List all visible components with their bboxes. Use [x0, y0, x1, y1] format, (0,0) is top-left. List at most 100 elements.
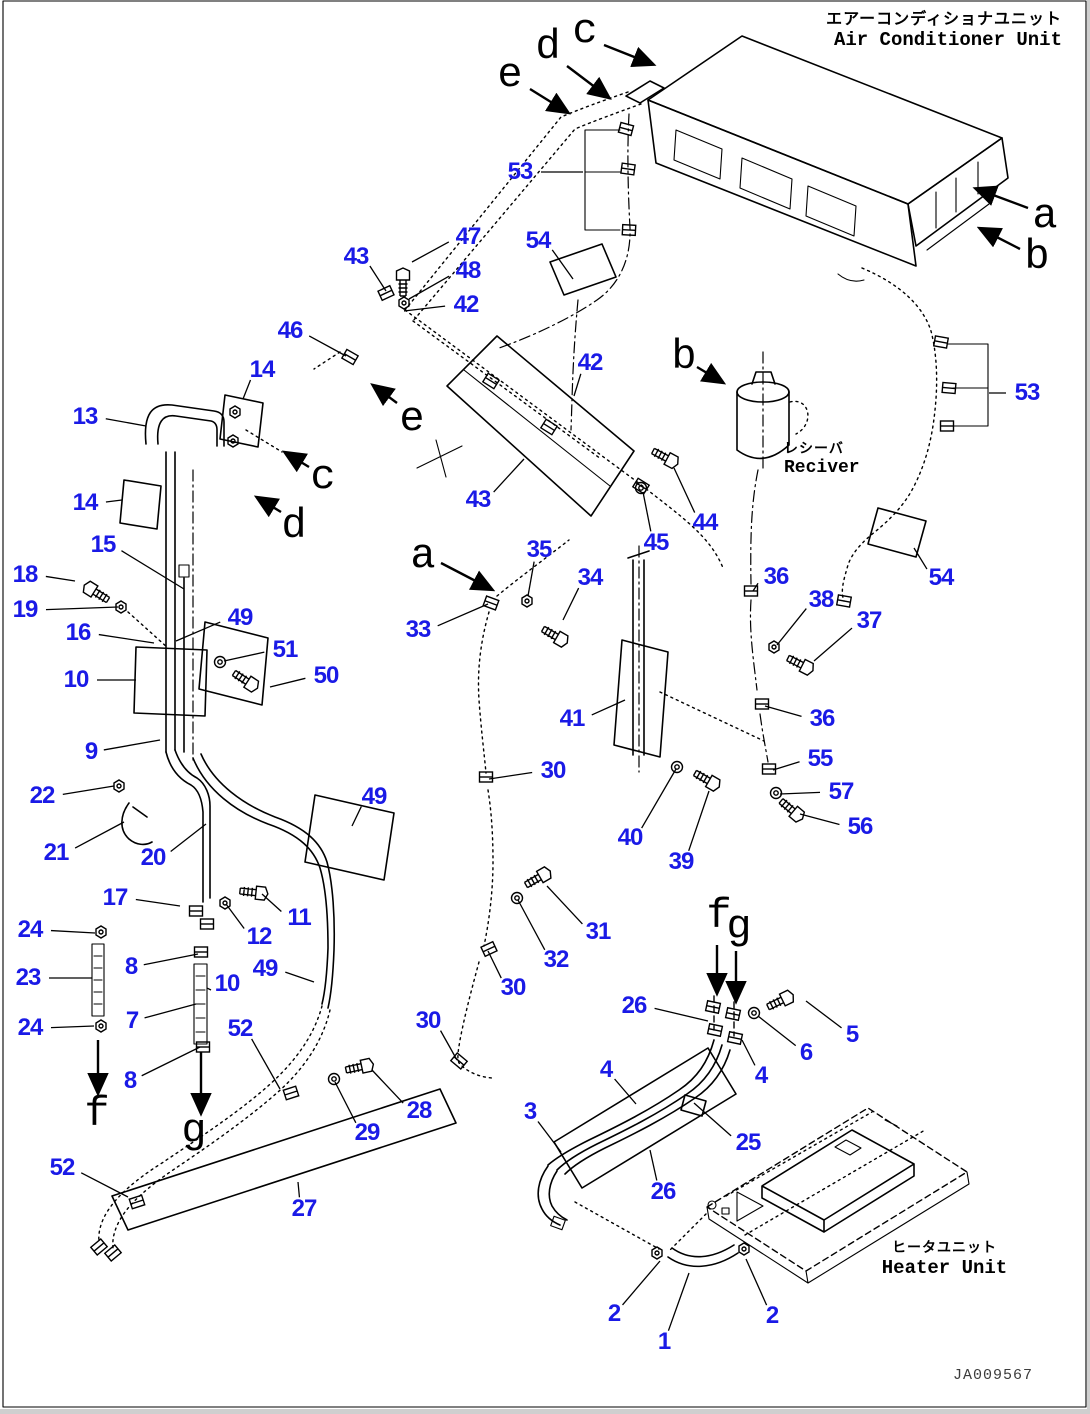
heater-unit-drawing — [706, 1107, 970, 1284]
left-pipe-assembly — [91, 394, 457, 1249]
part-callout-10: 10 — [63, 666, 90, 693]
part-callout-14: 14 — [249, 356, 276, 383]
drawing-number: JA009567 — [953, 1367, 1034, 1384]
part-callout-10: 10 — [214, 970, 241, 997]
clamp-bracket-53-right — [947, 343, 989, 427]
view-letter-d: d — [535, 23, 561, 71]
part-callout-42: 42 — [577, 349, 604, 376]
clamp-54-right — [867, 507, 927, 558]
view-letter-a: a — [410, 532, 436, 580]
air-conditioner-unit-title-jp: エアーコンディショナユニット — [826, 9, 1062, 28]
part-callout-6: 6 — [799, 1039, 813, 1066]
view-letter-g: g — [181, 1107, 207, 1155]
part-callout-12: 12 — [246, 923, 273, 950]
part-callout-9: 9 — [84, 738, 98, 765]
part-callout-27: 27 — [291, 1195, 318, 1222]
part-callout-43: 43 — [465, 486, 492, 513]
part-callout-46: 46 — [277, 317, 304, 344]
part-callout-54: 54 — [525, 227, 552, 254]
view-letter-e: e — [399, 395, 425, 443]
part-callout-43: 43 — [343, 243, 370, 270]
part-callout-19: 19 — [12, 596, 39, 623]
part-callout-13: 13 — [72, 403, 99, 430]
part-callout-1: 1 — [657, 1328, 671, 1355]
part-callout-33: 33 — [405, 616, 432, 643]
part-callout-49: 49 — [227, 604, 254, 631]
part-callout-4: 4 — [754, 1062, 768, 1089]
view-letter-f: f — [84, 1090, 110, 1138]
part-callout-23: 23 — [15, 964, 42, 991]
part-callout-30: 30 — [540, 757, 567, 784]
part-callout-3: 3 — [523, 1098, 537, 1125]
part-callout-11: 11 — [287, 904, 311, 931]
part-callout-2: 2 — [765, 1302, 779, 1329]
tube-41-assembly — [613, 545, 765, 773]
refrigerant-hoses-top — [404, 91, 938, 602]
screen-edge-right — [1087, 0, 1090, 1414]
part-callout-21: 21 — [43, 839, 70, 866]
part-callout-4: 4 — [599, 1056, 613, 1083]
part-callout-44: 44 — [692, 509, 719, 536]
part-callout-32: 32 — [543, 946, 570, 973]
part-callout-16: 16 — [65, 619, 92, 646]
view-letter-b: b — [671, 333, 697, 381]
part-callout-35: 35 — [526, 536, 553, 563]
part-callout-24: 24 — [17, 1014, 44, 1041]
part-callout-30: 30 — [415, 1007, 442, 1034]
part-callout-47: 47 — [455, 223, 482, 250]
part-callout-26: 26 — [650, 1178, 677, 1205]
part-callout-38: 38 — [808, 586, 835, 613]
clamp-54-top — [549, 243, 617, 296]
part-callout-15: 15 — [90, 531, 117, 558]
part-callout-28: 28 — [406, 1097, 433, 1124]
part-callout-50: 50 — [313, 662, 340, 689]
part-callout-2: 2 — [607, 1300, 621, 1327]
receiver-drawing — [736, 351, 809, 763]
part-callout-8: 8 — [123, 1067, 137, 1094]
view-letter-g: g — [726, 903, 752, 951]
air-conditioner-unit-title: エアーコンディショナユニット Air Conditioner Unit — [826, 5, 1062, 51]
view-letter-c: c — [310, 453, 336, 501]
part-callout-31: 31 — [585, 918, 612, 945]
part-callout-57: 57 — [828, 778, 855, 805]
part-callout-5: 5 — [845, 1021, 859, 1048]
part-callout-55: 55 — [807, 745, 834, 772]
part-callout-8: 8 — [124, 953, 138, 980]
part-callout-14: 14 — [72, 489, 99, 516]
part-callout-36: 36 — [763, 563, 790, 590]
part-callout-18: 18 — [12, 561, 39, 588]
view-letter-d: d — [281, 502, 307, 550]
leader-lines — [45, 43, 1029, 1331]
heater-unit-title: ヒータユニット Heater Unit — [872, 1237, 1017, 1279]
part-callout-42: 42 — [453, 291, 480, 318]
view-letter-c: c — [572, 7, 598, 55]
part-callout-7: 7 — [125, 1007, 139, 1034]
part-callout-39: 39 — [668, 848, 695, 875]
receiver-title-en: Reciver — [784, 458, 860, 478]
part-callout-22: 22 — [29, 782, 56, 809]
heater-unit-title-jp: ヒータユニット — [892, 1240, 997, 1256]
part-callout-45: 45 — [643, 529, 670, 556]
part-callout-17: 17 — [102, 884, 129, 911]
view-letter-a: a — [1032, 192, 1058, 240]
view-letter-b: b — [1024, 233, 1050, 281]
heater-unit-title-en: Heater Unit — [881, 1257, 1008, 1279]
view-letter-e: e — [497, 51, 523, 99]
part-callout-56: 56 — [847, 813, 874, 840]
part-callout-41: 41 — [559, 705, 586, 732]
part-callout-30: 30 — [500, 974, 527, 1001]
part-callout-49: 49 — [252, 955, 279, 982]
part-callout-36: 36 — [809, 705, 836, 732]
part-callout-25: 25 — [735, 1129, 762, 1156]
part-callout-37: 37 — [856, 607, 883, 634]
air-conditioner-unit-drawing — [625, 35, 1009, 282]
part-callout-49: 49 — [361, 783, 388, 810]
part-callout-24: 24 — [17, 916, 44, 943]
clamp-bracket-53-top — [584, 129, 621, 231]
center-plate-43 — [416, 335, 635, 517]
part-callout-51: 51 — [272, 636, 299, 663]
part-callout-40: 40 — [617, 824, 644, 851]
part-callout-52: 52 — [49, 1154, 76, 1181]
